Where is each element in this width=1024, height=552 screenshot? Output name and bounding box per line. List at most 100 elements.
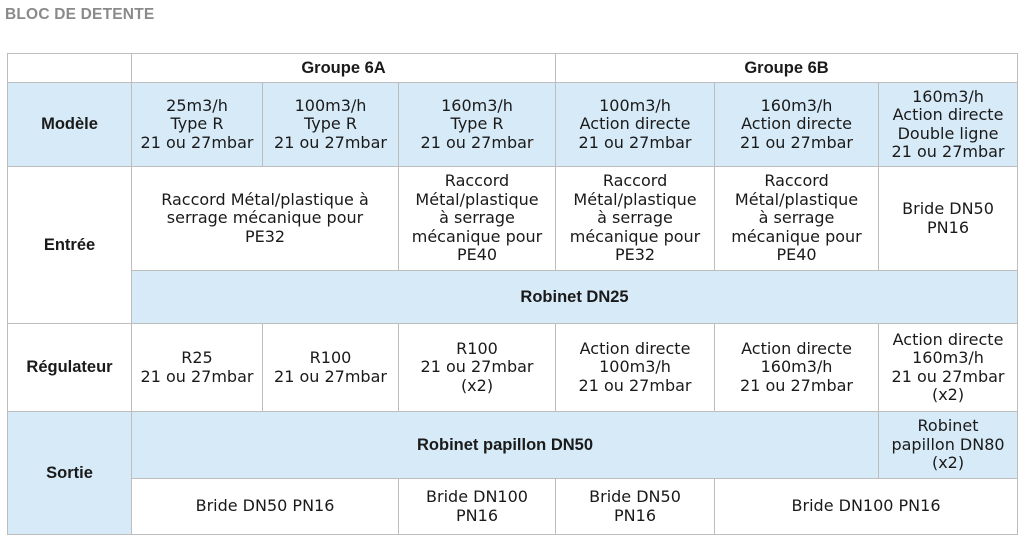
cell-text-line: 25m3/h (166, 95, 228, 115)
cell-text-line: 21 ou 27mbar (274, 132, 387, 152)
cell-text-line: 21 ou 27mbar (420, 357, 534, 377)
cell-text-line: Action directe (579, 114, 691, 134)
cell-text-line: 100m3/h (599, 357, 671, 377)
cell-text-line: Bride DN50 (589, 487, 681, 506)
cell-text-line: (x2) (460, 375, 494, 395)
cell-text-line: Action directe (579, 338, 691, 358)
cell-text-line: 100m3/h (294, 95, 367, 115)
cell-text-line: Type R (170, 114, 224, 134)
sortie-bride-cell: Bride DN50 PN16 (131, 478, 399, 535)
cell-text-line: R100 (456, 338, 498, 358)
cell-text-line: PE40 (456, 245, 498, 265)
corner-cell (7, 53, 132, 83)
cell-text-line: 21 ou 27mbar (140, 366, 254, 386)
group-6b-header: Groupe 6B (555, 53, 1019, 83)
cell-text-line: PN16 (927, 217, 970, 237)
cell-text-line: mécanique pour (569, 226, 701, 246)
group-header-row: Groupe 6A Groupe 6B (7, 53, 1019, 83)
cell-text-line: 160m3/h (441, 95, 513, 115)
cell-text-line: Métal/plastique (415, 189, 539, 209)
cell-text-line: Bride DN100 (426, 487, 528, 506)
cell-text-line: Bride DN100 PN16 (791, 496, 941, 516)
row-label-modele: Modèle (7, 82, 132, 167)
robinet-papillon-dn50-cell: Robinet papillon DN50 (130, 411, 880, 479)
cell-text-line: papillon DN80 (891, 434, 1005, 454)
entree-robinet-row: Robinet DN25 (8, 270, 1019, 324)
cell-text-line: Raccord (602, 171, 668, 191)
cell-text-line: à serrage (758, 208, 835, 228)
cell-text-line: 100m3/h (599, 95, 671, 115)
cell-text-line: mécanique pour (411, 226, 543, 246)
cell-text-line: 160m3/h (912, 86, 984, 106)
cell-text-line: Action directe (892, 329, 1004, 349)
cell-text-line: 21 ou 27mbar (740, 132, 853, 152)
cell-text-line: PE32 (244, 226, 286, 246)
cell-text-line: Bride DN50 PN16 (195, 496, 335, 516)
cell-text-line: 21 ou 27mbar (578, 375, 692, 395)
cell-text-line: Type R (304, 114, 357, 134)
cell-text-line: 160m3/h (760, 95, 833, 115)
cell-text-line: mécanique pour (731, 226, 862, 246)
cell-text-line: PN16 (614, 505, 656, 525)
cell-text-line: à serrage (597, 208, 673, 228)
cell-text-line: 160m3/h (912, 348, 984, 367)
cell-text-line: (x2) (931, 453, 965, 473)
row-label-entree: Entrée (7, 166, 132, 324)
cell-text-line: PE40 (776, 245, 817, 265)
robinet-dn25-cell: Robinet DN25 (130, 270, 1019, 324)
group-6a-header: Groupe 6A (130, 53, 557, 83)
cell-text-line: Robinet (917, 416, 979, 436)
cell-text-line: 21 ou 27mbar (891, 366, 1005, 386)
cell-text-line: Type R (450, 114, 504, 134)
cell-text-line: 21 ou 27mbar (578, 132, 692, 152)
cell-text-line: (x2) (931, 385, 965, 404)
sortie-bride-cell: Bride DN100 PN16 (714, 478, 1019, 535)
cell-text-line: Action directe (741, 338, 852, 358)
cell-text-line: Double ligne (897, 123, 999, 143)
cell-text-line: Raccord Métal/plastique à (161, 189, 369, 209)
cell-text-line: 21 ou 27mbar (891, 142, 1005, 161)
row-label-regulateur: Régulateur (7, 323, 132, 412)
cell-text-line: PN16 (456, 505, 498, 525)
cell-text-line: R100 (309, 348, 352, 367)
cell-text-line: Raccord (444, 171, 510, 191)
cell-text-line: à serrage (439, 208, 515, 228)
cell-text-line: Métal/plastique (573, 189, 697, 209)
cell-text-line: 160m3/h (760, 357, 833, 377)
page-title: BLOC DE DETENTE (5, 6, 155, 23)
cell-text-line: Action directe (892, 105, 1004, 124)
cell-text-line: 21 ou 27mbar (274, 366, 387, 386)
cell-text-line: 21 ou 27mbar (740, 375, 853, 395)
cell-text-line: serrage mécanique pour (166, 208, 364, 228)
row-label-sortie: Sortie (7, 411, 132, 535)
cell-text-line: 21 ou 27mbar (140, 132, 254, 152)
cell-text-line: Raccord (764, 171, 829, 191)
cell-text-line: R25 (181, 348, 213, 367)
